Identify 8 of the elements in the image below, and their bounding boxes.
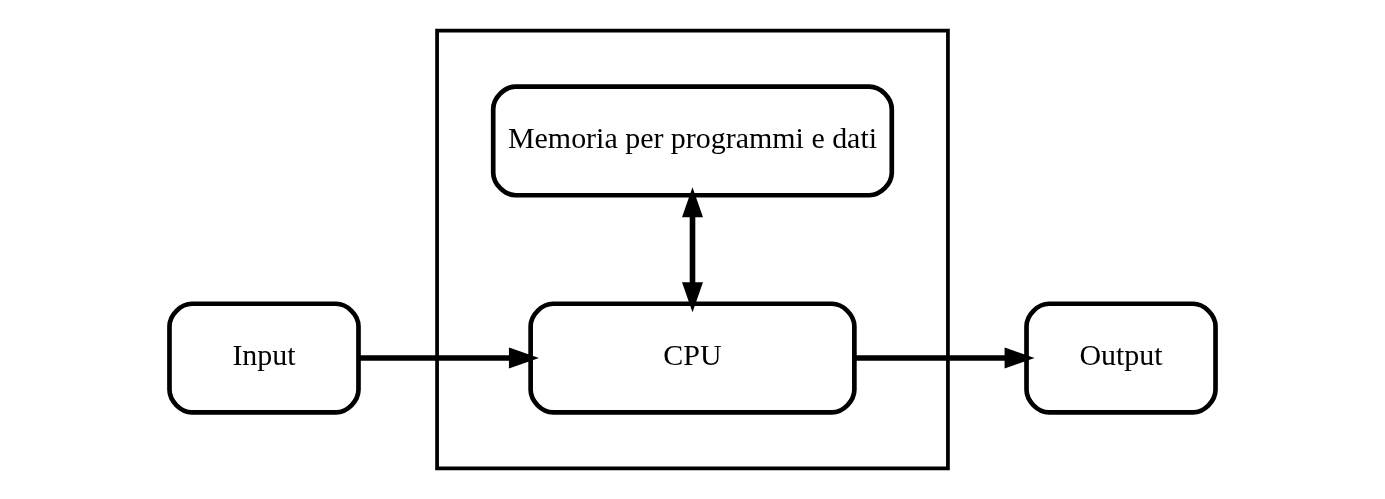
node-box: CPU [528,301,857,415]
cluster [435,28,950,471]
node-box: Input [167,301,361,415]
arrow [358,347,539,369]
arrow [682,187,703,313]
node-box: Output [1024,301,1218,415]
arrow [854,347,1035,369]
node-box: Memoria per programmi e dati [490,84,895,198]
